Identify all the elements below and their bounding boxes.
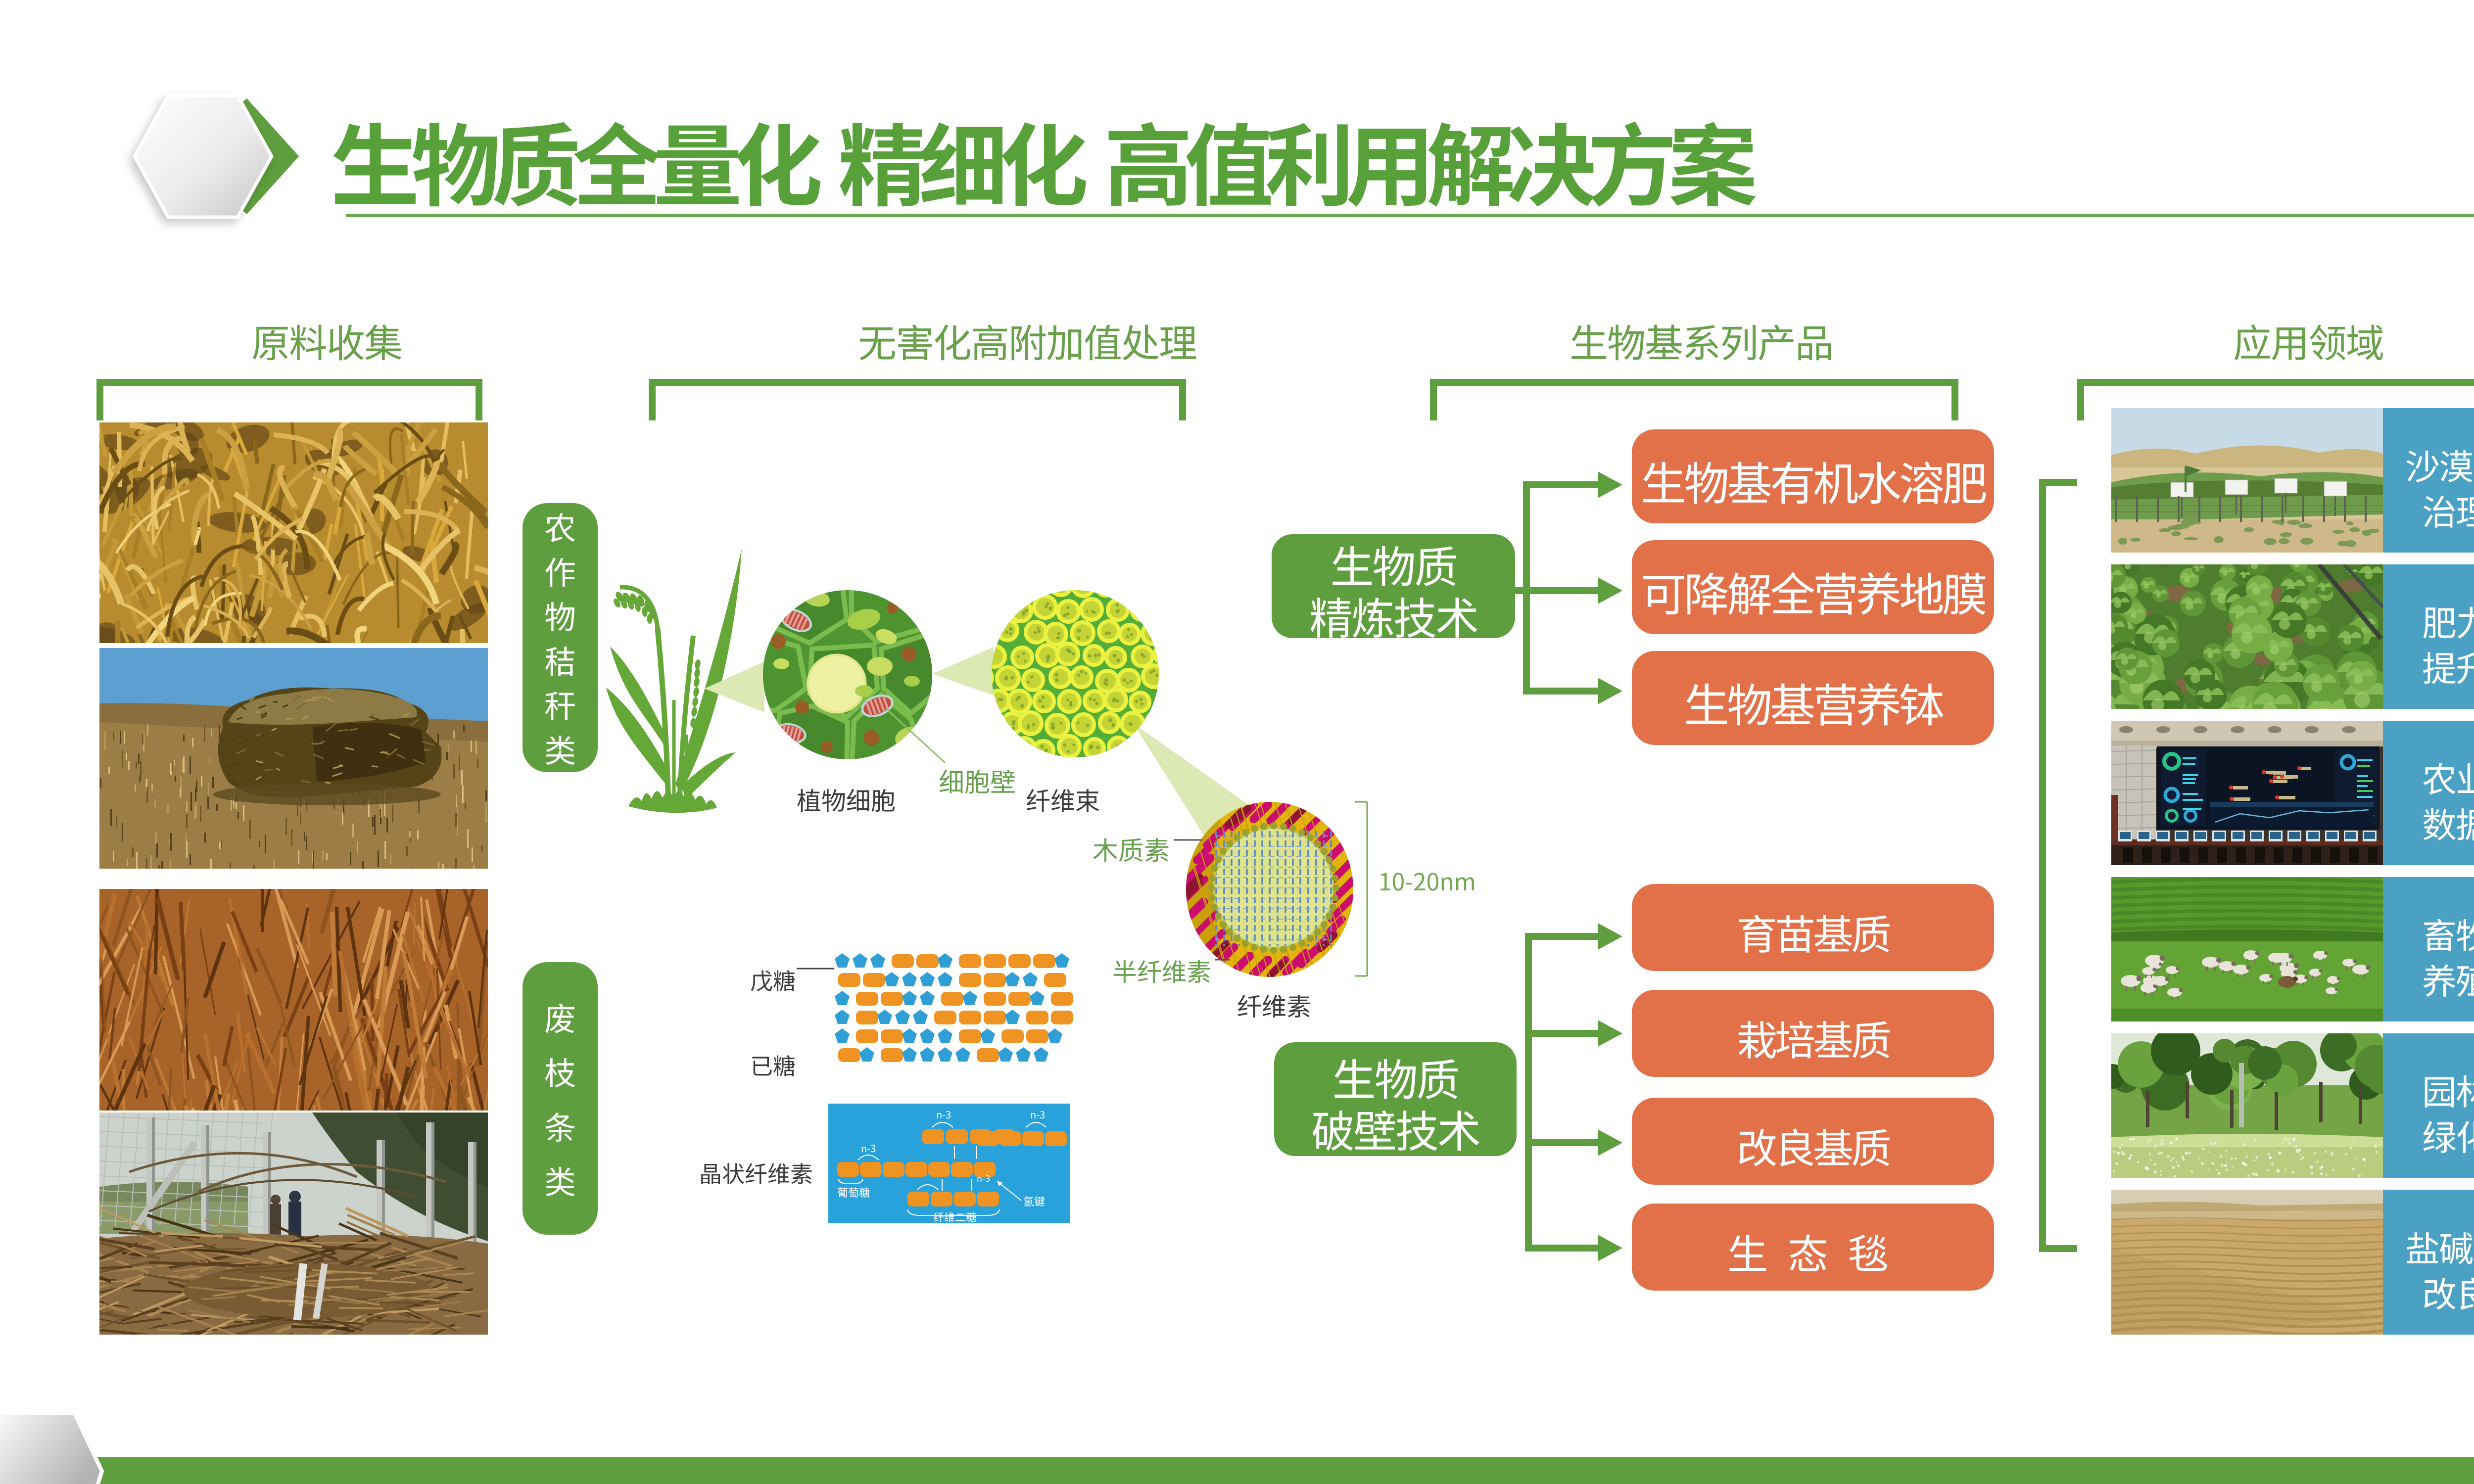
svg-text:葡萄糖: 葡萄糖 [837,1184,870,1200]
svg-text:n-3: n-3 [1030,1107,1045,1121]
svg-text:n-3: n-3 [861,1141,876,1155]
svg-text:氢键: 氢键 [1023,1193,1045,1209]
svg-text:n-3: n-3 [977,1172,990,1185]
svg-text:纤维二糖: 纤维二糖 [933,1209,977,1223]
svg-text:n-3: n-3 [936,1107,951,1121]
